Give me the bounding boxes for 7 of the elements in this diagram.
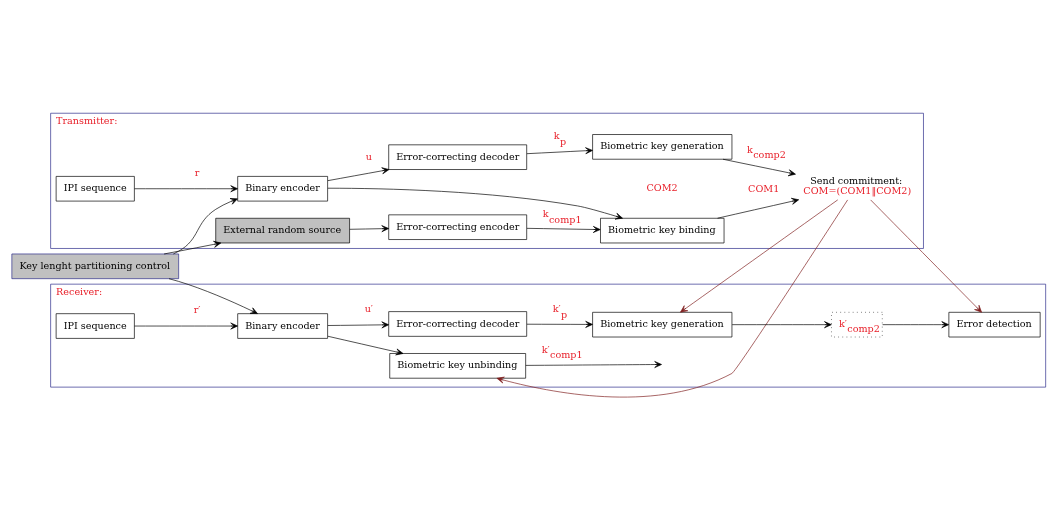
node-label: COM2 [646,182,678,194]
edge-label: COM1 [748,183,780,195]
edge-label: r′ [193,304,201,316]
node-text: Send commitment: COM=(COM1‖COM2) [803,175,912,197]
edge-label: u′ [364,303,374,315]
edge-label: u [365,151,372,163]
edge-label: r [194,166,200,178]
